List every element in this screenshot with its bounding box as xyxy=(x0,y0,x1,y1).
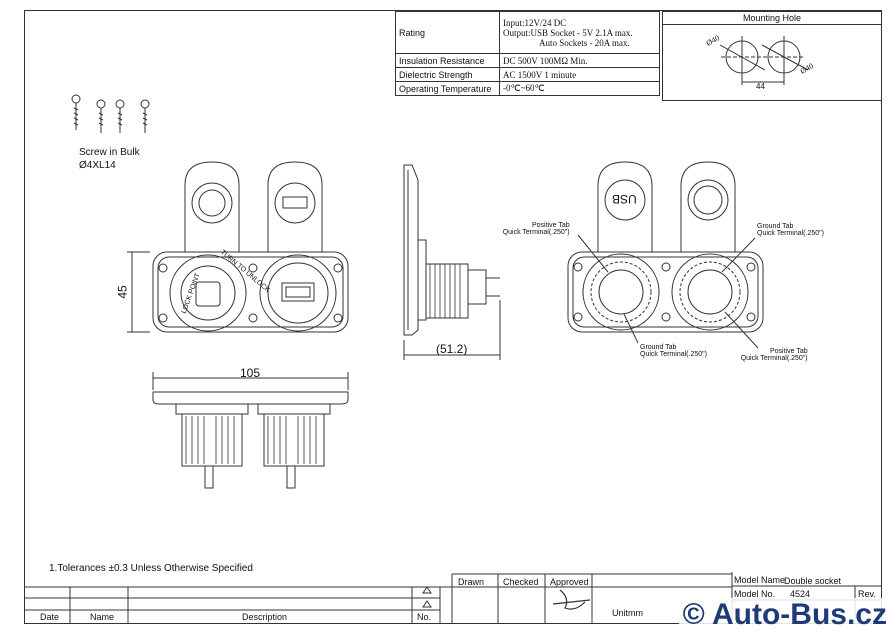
tb-model-name-value: Double socket xyxy=(784,576,842,586)
rear-usb-cap-text: USB xyxy=(612,192,637,206)
callout-line: Quick Terminal(.250") xyxy=(502,229,570,236)
tb-approved: Approved xyxy=(550,577,589,587)
tb-model-name-label: Model Name xyxy=(734,575,786,585)
spec-table: Rating Input:12V/24 DC Output:USB Socket… xyxy=(395,11,660,96)
rear-positive-tab-right: Positive Tab Quick Terminal(.250") xyxy=(740,348,808,362)
tb-name: Name xyxy=(90,612,115,622)
bottom-view-drawing xyxy=(152,372,349,489)
spec-value-temperature: -0℃~60℃ xyxy=(499,81,660,96)
callout-line: Quick Terminal(.250") xyxy=(740,355,808,362)
mounting-hole-box: Mounting Hole xyxy=(662,11,882,101)
rear-ground-tab-bottom: Ground Tab Quick Terminal(.250") xyxy=(640,344,707,358)
tb-rev: Rev. xyxy=(858,589,876,599)
tb-no: No. xyxy=(417,612,432,622)
spec-value-line: Input:12V/24 DC xyxy=(503,17,567,28)
tb-description: Description xyxy=(242,612,288,622)
callout-line: Ground Tab xyxy=(640,344,677,351)
tb-unit-value: mm xyxy=(628,608,643,618)
tb-model-no-value: 4524 xyxy=(790,589,811,599)
mounting-hole-title: Mounting Hole xyxy=(663,12,881,25)
drawing-frame xyxy=(24,10,882,624)
tb-checked: Checked xyxy=(503,577,539,587)
mounting-hole-drawing xyxy=(719,36,809,85)
callout-line: Ground Tab xyxy=(757,223,794,230)
front-height-dim: 45 xyxy=(115,285,130,299)
front-view-drawing xyxy=(127,161,349,333)
spec-value-rating: Input:12V/24 DC Output:USB Socket - 5V 2… xyxy=(499,11,660,54)
tb-unit: Unit xyxy=(612,608,629,618)
spec-value-line: Output:USB Socket - 5V 2.1A max. xyxy=(503,27,633,38)
watermark-logo: © Auto-Bus.cz xyxy=(678,598,891,632)
rear-positive-tab-left: Positive Tab Quick Terminal(.250") xyxy=(503,222,570,236)
rear-view-drawing xyxy=(567,161,764,349)
tb-date: Date xyxy=(40,612,60,622)
callout-line: Positive Tab xyxy=(532,222,570,229)
tolerance-note: 1.Tolerances ±0.3 Unless Otherwise Speci… xyxy=(49,563,253,574)
tb-model-no-label: Model No. xyxy=(734,589,776,599)
bottom-width-dim: 105 xyxy=(240,366,261,380)
rear-ground-tab-right: Ground Tab Quick Terminal(.250") xyxy=(757,223,824,237)
callout-line: Positive Tab xyxy=(770,348,808,355)
screw-size: Ø4XL14 xyxy=(79,160,116,171)
screws-drawing xyxy=(71,94,150,133)
side-depth-dim: (51.2) xyxy=(436,342,468,356)
tb-drawn: Drawn xyxy=(458,577,485,587)
mounting-hole-spacing: 44 xyxy=(756,82,765,91)
screw-label: Screw in Bulk xyxy=(79,147,140,158)
spec-value-line: Auto Sockets - 20A max. xyxy=(539,37,630,48)
callout-line: Quick Terminal(.250") xyxy=(640,351,707,358)
side-view-drawing xyxy=(403,164,501,360)
callout-line: Quick Terminal(.250") xyxy=(757,230,824,237)
